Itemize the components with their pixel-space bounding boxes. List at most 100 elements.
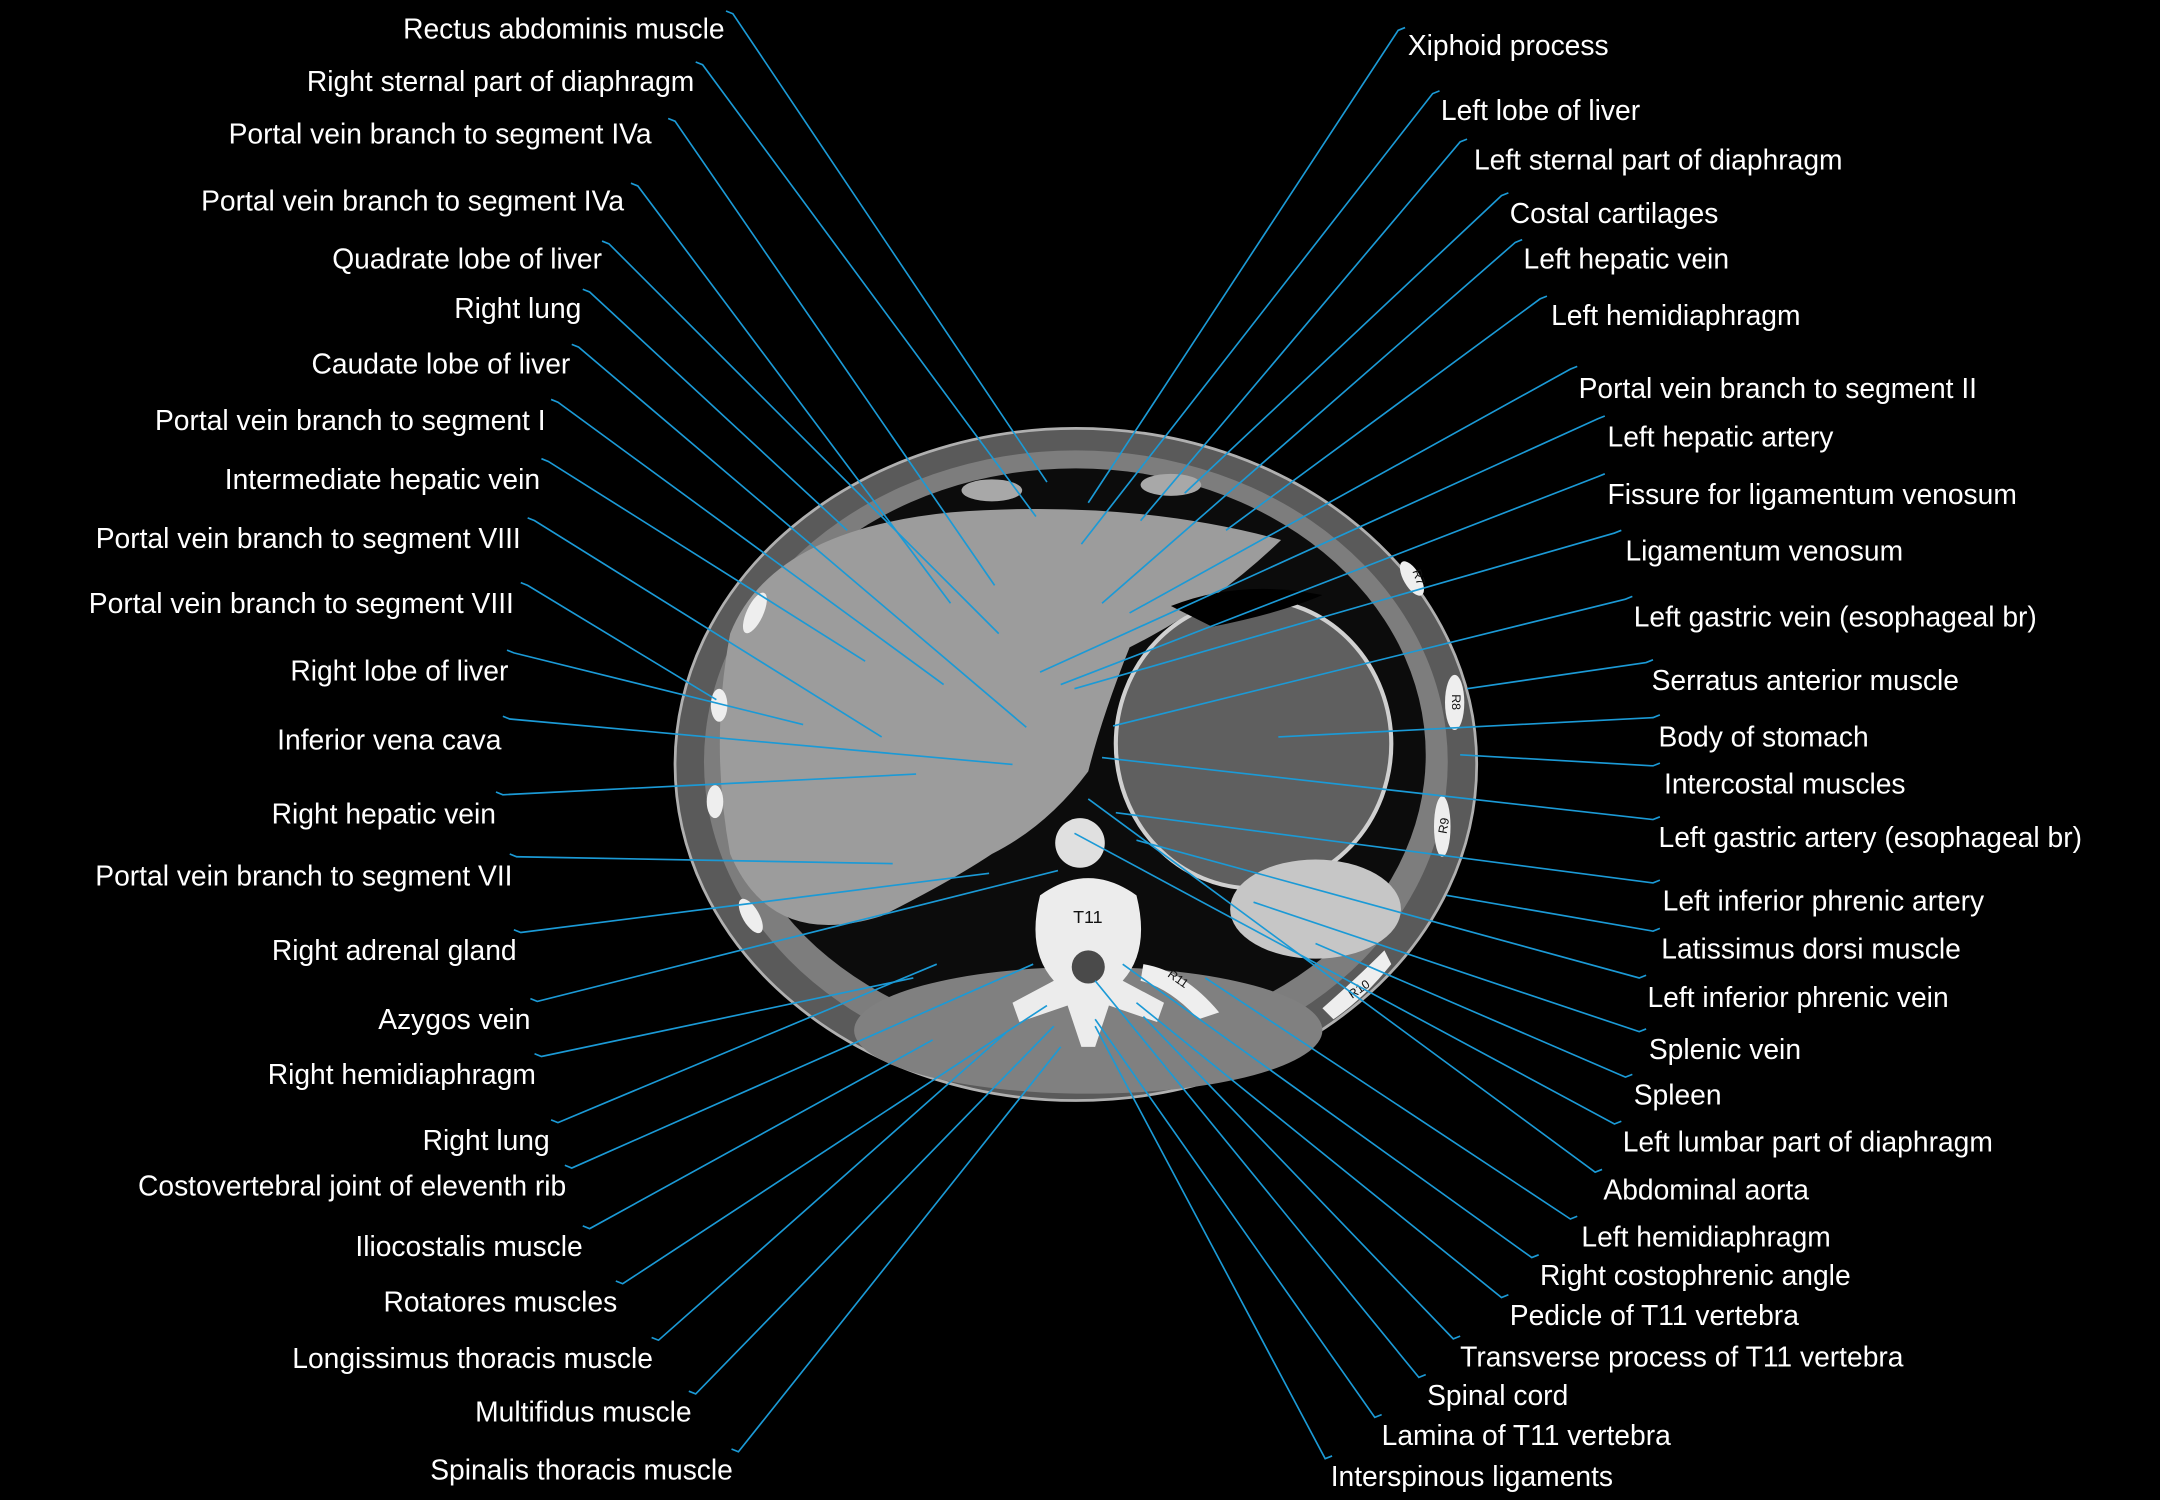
leader-line (1136, 839, 1647, 979)
right-label: Right costophrenic angle (1540, 1259, 1851, 1291)
leader-line (651, 1032, 1007, 1342)
right-label: Left hepatic artery (1608, 420, 1835, 452)
right-label: Left sternal part of diaphragm (1474, 143, 1843, 175)
right-label: Intercostal muscles (1664, 767, 1906, 799)
right-label: Left gastric artery (esophageal br) (1659, 821, 2082, 853)
right-rib-2 (710, 688, 728, 722)
left-label: Portal vein branch to segment IVa (229, 117, 652, 149)
leader-line (564, 963, 1034, 1169)
leader-line (1101, 238, 1523, 604)
leader-line (495, 773, 917, 796)
leader-line (688, 1025, 1055, 1395)
leader-line (1080, 90, 1440, 545)
leader-line (1094, 1025, 1333, 1460)
left-label: Longissimus thoracis muscle (292, 1342, 653, 1374)
leader-line (550, 398, 945, 686)
left-label: Rotatores muscles (384, 1285, 618, 1317)
right-label: Left hemidiaphragm (1581, 1221, 1830, 1253)
leader-line (630, 182, 952, 604)
leader-line (530, 869, 1059, 1003)
right-label: Abdominal aorta (1603, 1174, 1809, 1206)
leader-line (1278, 714, 1661, 738)
vertebra-label: T11 (1073, 907, 1103, 927)
leader-line (509, 853, 893, 865)
leader-line (1253, 901, 1647, 1033)
leader-line (601, 240, 1000, 635)
left-label: Right hemidiaphragm (268, 1058, 536, 1090)
right-label: Left lobe of liver (1441, 94, 1640, 126)
left-label: Portal vein branch to segment I (155, 404, 546, 436)
right-label: Left hepatic vein (1524, 243, 1730, 275)
right-rib-1 (742, 592, 767, 634)
leader-line (1446, 894, 1661, 932)
left-label: Iliocostalis muscle (355, 1230, 582, 1262)
left-label: Azygos vein (378, 1003, 530, 1035)
leader-line (725, 10, 1048, 483)
right-label: Latissimus dorsi muscle (1661, 933, 1961, 965)
left-label: Inferior vena cava (277, 723, 502, 755)
leader-line (582, 288, 848, 531)
right-label: Costal cartilages (1510, 197, 1719, 229)
right-label: Lamina of T11 vertebra (1382, 1419, 1671, 1451)
right-label: Pedicle of T11 vertebra (1510, 1299, 1799, 1331)
right-label: Left lumbar part of diaphragm (1623, 1126, 1993, 1158)
right-label: Serratus anterior muscle (1652, 664, 1959, 696)
leader-line (1094, 980, 1427, 1379)
spinal-canal (1071, 950, 1105, 984)
leader-line (615, 1004, 1048, 1285)
right-label: Left hemidiaphragm (1551, 299, 1800, 331)
leader-line (1074, 529, 1622, 690)
leader-line (1074, 832, 1622, 1125)
leader-line (582, 1039, 934, 1230)
leader-line (1101, 756, 1661, 821)
leader-line (1094, 1018, 1382, 1419)
leader-line (541, 457, 866, 662)
left-label: Spinalis thoracis muscle (430, 1453, 733, 1485)
left-label: Right lobe of liver (290, 654, 508, 686)
leader-line (667, 117, 996, 586)
aorta (1055, 818, 1105, 868)
right-label: Xiphoid process (1408, 29, 1609, 61)
leader-line (1225, 295, 1548, 531)
rib-label-r9: R9 (1436, 817, 1453, 835)
left-label: Portal vein branch to segment VIII (96, 522, 521, 554)
rib-label-r8: R8 (1449, 694, 1463, 710)
leader-line (1315, 942, 1633, 1079)
left-label: Right adrenal gland (272, 934, 517, 966)
leader-line (571, 343, 1027, 728)
left-label: Right hepatic vein (272, 798, 496, 830)
left-label: Portal vein branch to segment VII (95, 860, 512, 892)
right-label: Spleen (1634, 1079, 1722, 1111)
left-label: Portal vein branch to segment IVa (201, 185, 624, 217)
left-label: Quadrate lobe of liver (332, 243, 602, 275)
leader-line (1039, 415, 1606, 673)
leader-line (502, 715, 1013, 766)
right-label: Transverse process of T11 vertebra (1460, 1340, 1904, 1372)
leader-line (1460, 753, 1661, 767)
costal-cartilage-1 (961, 479, 1023, 502)
rib-r11 (1140, 964, 1220, 1020)
leader-line (527, 517, 883, 738)
leader-line (1087, 798, 1603, 1174)
left-label: Multifidus muscle (475, 1395, 691, 1427)
right-rib-4 (738, 898, 763, 934)
leader-line (1135, 1002, 1509, 1299)
leader-line (1060, 473, 1606, 686)
left-label: Rectus abdominis muscle (403, 13, 725, 45)
right-label: Splenic vein (1649, 1033, 1801, 1065)
left-label: Right lung (454, 292, 581, 324)
left-label: Right sternal part of diaphragm (307, 65, 694, 97)
right-label: Portal vein branch to segment II (1579, 372, 1977, 404)
right-label: Spinal cord (1427, 1379, 1568, 1411)
leader-lines (495, 10, 1661, 1460)
leader-line (534, 977, 914, 1058)
left-label: Costovertebral joint of eleventh rib (138, 1170, 566, 1202)
leader-line (1129, 365, 1578, 614)
left-label: Portal vein branch to segment VIII (89, 587, 514, 619)
leader-line (1122, 963, 1539, 1259)
right-label: Left inferior phrenic vein (1647, 981, 1948, 1013)
right-label: Interspinous ligaments (1331, 1460, 1613, 1492)
right-label: Fissure for ligamentum venosum (1608, 478, 2017, 510)
